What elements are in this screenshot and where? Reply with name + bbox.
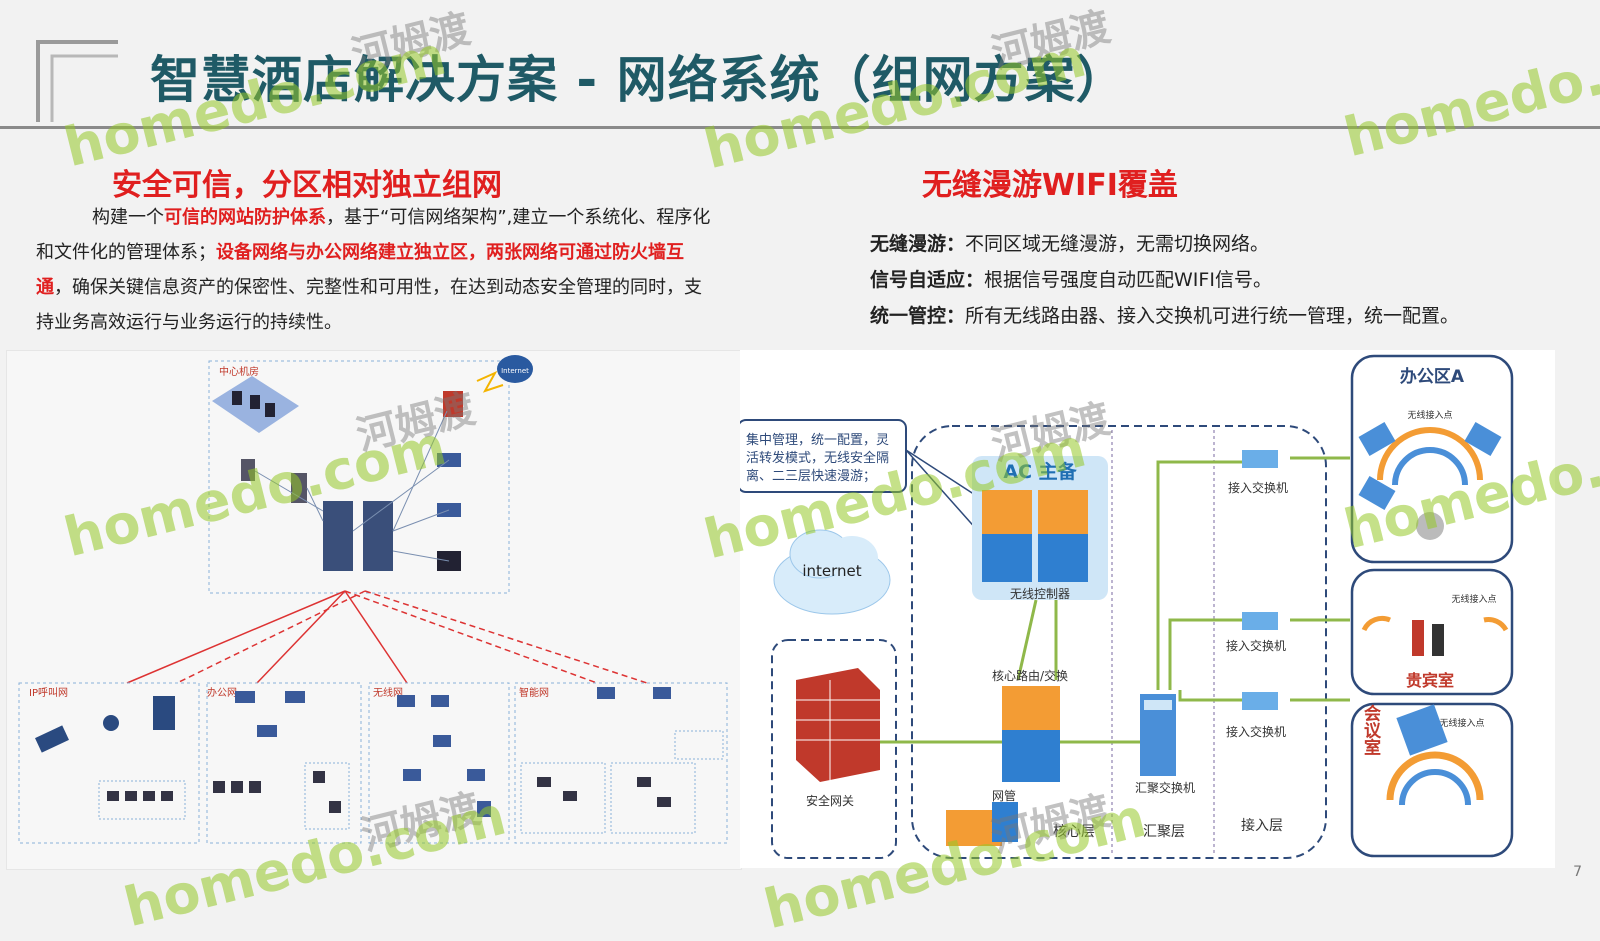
subnet-wireless: 无线网 (368, 682, 510, 844)
zone-label: 贵宾室 (1406, 671, 1454, 690)
gateway-frame (771, 639, 897, 859)
layers-frame (911, 425, 1327, 859)
subnet-ip-call: IP呼叫网 (18, 682, 200, 844)
callout-line: 离、二三层快速漫游； (746, 468, 876, 484)
ac-controller-icon (982, 490, 1088, 582)
zone-office-a: 办公区A 无线接入点 (1350, 354, 1514, 564)
wifi-network-diagram: 集中管理，统一配置，灵 活转发模式，无线安全隔 离、二三层快速漫游； AC 主备… (737, 350, 1555, 868)
nms-server-icon (946, 802, 1018, 846)
controller-label: 无线控制器 (1010, 587, 1070, 601)
core-switch-icon (1002, 686, 1060, 782)
subnet-link (344, 590, 598, 684)
lightning-icon (476, 370, 504, 393)
layer-label: 核心层 (1053, 824, 1095, 840)
para-highlight: 设备网络与办公网络建立独立区，两张网络可通过防火墙互通 (36, 242, 684, 298)
feature-text: 不同区域无缝漫游，无需切换网络。 (965, 233, 1270, 255)
left-section-paragraph: 构建一个可信的网站防护体系，基于“可信网络架构”,建立一个系统化、程序化和文件化… (36, 200, 716, 340)
para-run: ，确保关键信息资产的保密性、完整性和可用性，在达到动态安全管理的同时，支持业务高… (36, 277, 702, 333)
network-links (880, 456, 1350, 744)
subnet-link (344, 590, 408, 684)
page-title: 智慧酒店解决方案 - 网络系统（组网方案） (150, 51, 1127, 109)
subnet-label: IP呼叫网 (29, 687, 68, 699)
core-switch-icon (323, 501, 353, 571)
zone-vip-room: 无线接入点 贵宾室 (1350, 568, 1514, 696)
aggregation-label: 汇聚交换机 (1135, 780, 1195, 795)
internet-bubble-icon (497, 355, 533, 383)
access-switch-icon (1242, 612, 1278, 630)
ap-label: 无线接入点 (1407, 409, 1452, 421)
subnet-office: 办公网 (206, 682, 362, 844)
internet-cloud-icon (773, 529, 891, 615)
feature-text: 所有无线路由器、接入交换机可进行统一管理，统一配置。 (965, 305, 1460, 327)
left-section-heading: 安全可信，分区相对独立组网 (112, 168, 502, 203)
security-network-diagram: 中心机房 Internet (6, 350, 742, 870)
firewall-icon (796, 668, 880, 782)
access-switch-label: 接入交换机 (1228, 480, 1288, 495)
subnet-link (364, 590, 648, 684)
ap-label: 无线接入点 (1439, 717, 1484, 729)
access-switch-label: 接入交换机 (1226, 724, 1286, 739)
subnet-link (256, 590, 346, 684)
feature-list: 无缝漫游：不同区域无缝漫游，无需切换网络。 信号自适应：根据信号强度自动匹配WI… (870, 226, 1570, 334)
subnet-label: 智能网 (519, 686, 549, 699)
layer-label: 接入层 (1241, 817, 1283, 834)
access-switch-icon (1242, 692, 1278, 710)
feature-item: 无缝漫游：不同区域无缝漫游，无需切换网络。 (870, 226, 1570, 262)
feature-label: 统一管控： (870, 305, 966, 327)
zone-meeting-room: 会议室 无线接入点 (1350, 702, 1514, 858)
feature-label: 无缝漫游： (870, 233, 966, 255)
center-room-label: 中心机房 (219, 365, 259, 378)
center-room-frame (208, 360, 510, 594)
internet-label: Internet (501, 367, 529, 375)
layer-label: 汇聚层 (1143, 824, 1185, 840)
zone-label: 会议室 (1360, 703, 1381, 755)
feature-label: 信号自适应： (870, 269, 985, 291)
watermark-en: homedo.com (1338, 13, 1600, 170)
zone-label: 办公区A (1400, 366, 1465, 387)
firewall-icon (443, 391, 463, 417)
subnet-smart: 智能网 (514, 682, 728, 844)
para-run: 构建一个 (92, 207, 164, 228)
right-section-heading: 无缝漫游WIFI覆盖 (922, 168, 1178, 203)
ap-label: 无线接入点 (1451, 593, 1496, 605)
page-number: 7 (1573, 864, 1582, 880)
core-label: 核心路由/交换 (992, 668, 1068, 683)
corner-frame-icon (36, 40, 118, 122)
server-icon (241, 459, 255, 481)
core-switch-icon (363, 501, 393, 571)
gateway-label: 安全网关 (806, 793, 854, 808)
callout-line: 集中管理，统一配置，灵 (746, 432, 889, 448)
nms-label: 网管 (992, 788, 1016, 803)
access-switch-label: 接入交换机 (1226, 638, 1286, 653)
para-highlight: 可信的网站防护体系 (164, 207, 326, 228)
feature-item: 统一管控：所有无线路由器、接入交换机可进行统一管理，统一配置。 (870, 298, 1570, 334)
para-run: ，基于“可信网络架构”,建立一个系统化、程序化和文件化的管理体系； (36, 207, 711, 263)
ac-label: AC 主备 (1003, 460, 1077, 483)
feature-text: 根据信号强度自动匹配WIFI信号。 (984, 269, 1272, 291)
subnet-link (176, 590, 366, 684)
slide: 智慧酒店解决方案 - 网络系统（组网方案） 安全可信，分区相对独立组网 构建一个… (0, 4, 1600, 941)
subnet-label: 无线网 (373, 686, 403, 699)
aggregation-switch-icon (1140, 694, 1176, 776)
callout-line: 活转发模式，无线安全隔 (746, 450, 889, 466)
subnet-label: 办公网 (207, 686, 237, 699)
feature-item: 信号自适应：根据信号强度自动匹配WIFI信号。 (870, 262, 1570, 298)
subnet-link (126, 590, 346, 684)
server-icon (291, 473, 307, 503)
title-divider (0, 126, 1600, 129)
internet-label: internet (802, 562, 861, 580)
access-switch-icon (1242, 450, 1278, 468)
